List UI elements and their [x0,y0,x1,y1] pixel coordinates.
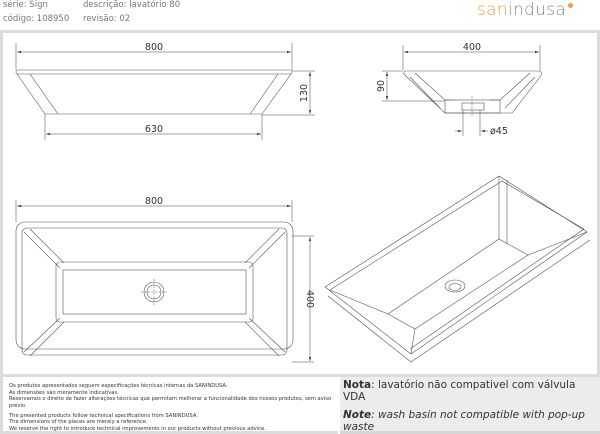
description-label: descrição: lavatório 80 [83,0,181,10]
dim-side-800: 800 [145,42,163,53]
dim-end-400: 400 [463,42,481,53]
dim-plan-400: 400 [304,290,315,308]
dim-drain-45: ø45 [490,126,508,137]
disclaimer-pt-line: Os produtos apresentados seguem especifi… [9,383,228,389]
compatibility-note: Nota: lavatório não compativel com válvu… [340,377,600,434]
dim-plan-800: 800 [145,196,163,207]
end-view [382,45,542,136]
side-view [15,43,315,140]
disclaimer-en-line: The presented products follow technical … [9,412,198,419]
note-en: Note: wash basin not compatible with pop… [343,409,585,433]
disclaimer: Os produtos apresentados seguem especifi… [0,377,338,434]
disclaimer-pt-line: Reservamos o direito de fazer alterações… [9,396,332,409]
dim-side-130: 130 [299,84,310,102]
series-label: série: Sign [3,0,48,10]
disclaimer-pt-line: As dimensões são meramente indicativas. [9,389,119,396]
drawing-frame [0,30,600,377]
disclaimer-en-line: The dimensions of the pieces are merely … [9,419,148,426]
note-pt: Nota: lavatório não compativel com válvu… [343,379,576,403]
technical-drawing: 800 630 130 400 90 ø45 800 400 [15,42,591,363]
dimension-labels: 800 630 130 400 90 ø45 800 400 [145,42,508,308]
code-label: código: 108950 [3,14,70,24]
revision-label: revisão: 02 [83,14,131,24]
disclaimer-en-line: We reserve the right to introduce techni… [9,426,266,433]
plan-view [15,200,314,363]
sanindusa-logo: sanindusa [477,0,574,20]
dim-end-90: 90 [376,80,387,92]
isometric-view [324,175,591,363]
dim-side-630: 630 [145,124,163,135]
